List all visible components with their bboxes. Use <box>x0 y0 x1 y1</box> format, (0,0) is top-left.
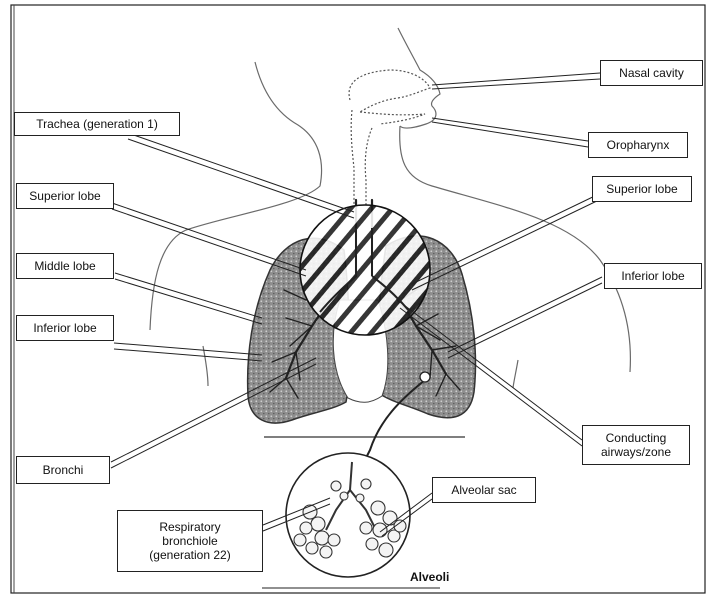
label-trachea: Trachea (generation 1) <box>14 112 180 136</box>
label-superior-lobe-right: Superior lobe <box>592 176 692 202</box>
leader-middle-lobe <box>115 273 262 324</box>
label-superior-lobe-left: Superior lobe <box>16 183 114 209</box>
oral-cavity-outline <box>360 112 425 124</box>
label-middle-lobe: Middle lobe <box>16 253 114 279</box>
left-arm-inner-outline <box>203 346 208 386</box>
label-inferior-lobe-right: Inferior lobe <box>604 263 702 289</box>
nasal-cavity-outline <box>349 70 430 112</box>
leader-nasal-cavity <box>432 73 600 89</box>
head-outline <box>398 28 440 128</box>
right-arm-inner-outline <box>513 360 518 388</box>
label-nasal-cavity: Nasal cavity <box>600 60 703 86</box>
esophagus-wall <box>365 128 372 205</box>
label-alveolar-sac: Alveolar sac <box>432 477 536 503</box>
pharynx-wall <box>351 110 354 205</box>
leader-trachea <box>128 133 354 218</box>
label-bronchi: Bronchi <box>16 456 110 484</box>
label-conducting-airways: Conducting airways/zone <box>582 425 690 465</box>
label-inferior-lobe-left: Inferior lobe <box>16 315 114 341</box>
leader-oropharynx <box>432 118 588 147</box>
upper-airway <box>349 70 430 205</box>
label-oropharynx: Oropharynx <box>588 132 688 158</box>
caption-alveoli: Alveoli <box>410 570 449 584</box>
leader-inferior-lobe-left <box>114 343 262 361</box>
label-respiratory-bronchiole: Respiratory bronchiole (generation 22) <box>117 510 263 572</box>
respiratory-zone-marker <box>420 372 430 382</box>
